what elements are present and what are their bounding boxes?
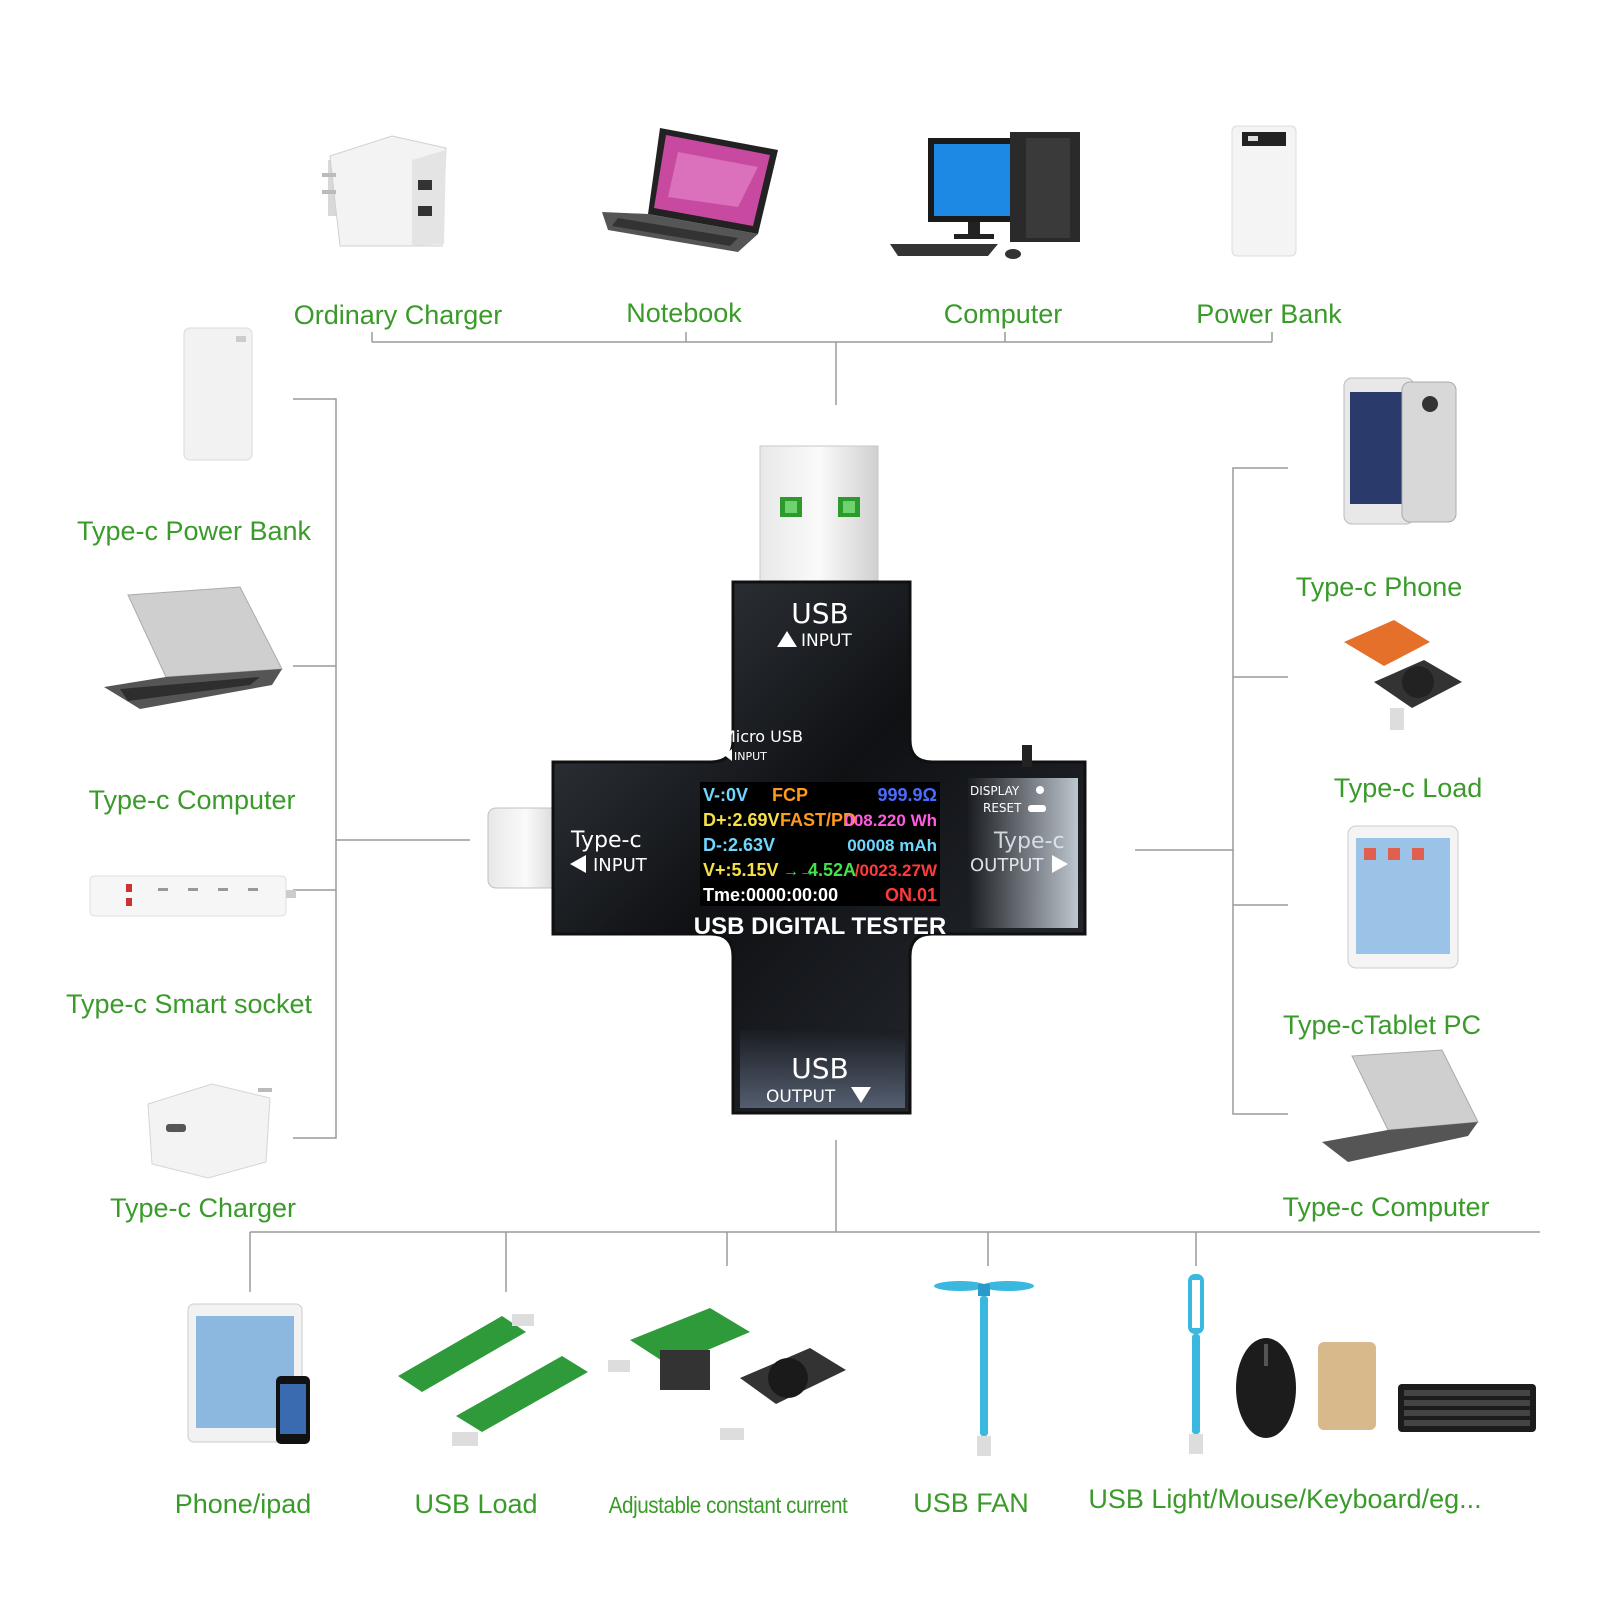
label-phone-ipad: Phone/ipad: [174, 1489, 312, 1519]
keyboard-image: [1398, 1384, 1536, 1432]
label-type-c-computer-left: Type-c Computer: [88, 785, 296, 815]
notebook-image: [602, 128, 778, 252]
mouse-image: [1236, 1338, 1296, 1438]
hard-drive-image: [1318, 1342, 1376, 1430]
type-c-power-bank-image: [183, 327, 253, 461]
label-computer: Computer: [943, 299, 1063, 329]
label-usb-load: USB Load: [414, 1489, 538, 1519]
label-type-c-tablet-pc: Type-cTablet PC: [1282, 1010, 1482, 1040]
usb-light-image: [1188, 1274, 1204, 1454]
label-type-c-computer-right: Type-c Computer: [1282, 1192, 1490, 1222]
type-c-phone-image: [1343, 377, 1457, 525]
adjustable-constant-current-image: [608, 1308, 846, 1440]
label-adjustable-constant-current: Adjustable constant current: [608, 1492, 848, 1518]
ordinary-charger-image: [322, 135, 447, 247]
label-power-bank: Power Bank: [1196, 299, 1342, 329]
label-ordinary-charger: Ordinary Charger: [293, 300, 503, 330]
phone-ipad-image: [187, 1303, 310, 1444]
type-c-charger-image: [147, 1083, 272, 1179]
type-c-computer-image-left: [104, 586, 283, 709]
label-type-c-charger: Type-c Charger: [109, 1193, 297, 1223]
type-c-load-image: [1344, 620, 1462, 730]
type-c-tablet-image: [1347, 825, 1459, 969]
label-type-c-power-bank: Type-c Power Bank: [76, 516, 312, 546]
label-usb-fan: USB FAN: [913, 1488, 1029, 1518]
label-type-c-phone: Type-c Phone: [1295, 572, 1463, 602]
label-type-c-load: Type-c Load: [1333, 773, 1483, 803]
type-c-computer-image-right: [1322, 1049, 1479, 1162]
computer-image: [890, 132, 1080, 259]
label-usb-light-mouse-keyboard: USB Light/Mouse/Keyboard/eg...: [1088, 1484, 1482, 1514]
label-notebook: Notebook: [626, 298, 742, 328]
usb-fan-image: [934, 1281, 1034, 1456]
usb-load-image: [398, 1314, 588, 1446]
label-type-c-smart-socket: Type-c Smart socket: [65, 989, 313, 1019]
power-bank-image: [1231, 125, 1297, 257]
type-c-smart-socket-image: [89, 875, 296, 917]
